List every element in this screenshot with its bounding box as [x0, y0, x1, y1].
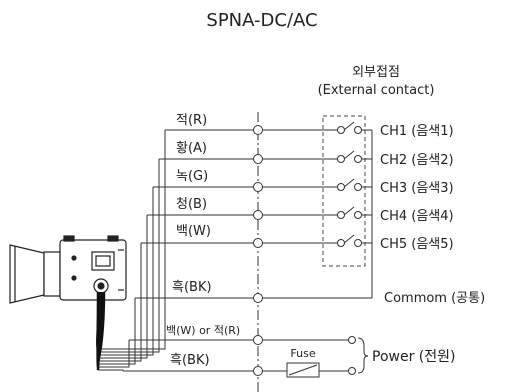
- diagram-title: SPNA-DC/AC: [206, 10, 317, 31]
- switch-contact: [354, 155, 362, 163]
- common-bus: [258, 130, 373, 299]
- switch-contact: [337, 155, 345, 163]
- power-brace: [357, 337, 369, 374]
- terminal: [253, 238, 263, 248]
- terminal: [253, 210, 263, 220]
- switch-lever: [343, 121, 355, 131]
- terminal: [253, 125, 263, 135]
- signal-wires: 적(R) CH1 (음색1) 황(A) CH2 (음색2) 녹(G): [141, 113, 454, 252]
- terminal: [253, 182, 263, 192]
- wire-drops: [98, 130, 166, 362]
- channel-label: CH2 (음색2): [380, 153, 454, 168]
- power-contact: [348, 336, 356, 344]
- channel-label: CH3 (음색3): [380, 181, 454, 196]
- power-wire1-label: 백(W) or 적(R): [166, 324, 240, 337]
- terminal: [253, 366, 263, 376]
- switch-contact: [337, 211, 345, 219]
- wire-row: 적(R) CH1 (음색1): [165, 113, 454, 139]
- wire-label: 청(B): [176, 197, 207, 212]
- wire-row: 청(B) CH4 (음색4): [147, 197, 454, 224]
- siren-device-icon: [9, 235, 127, 304]
- switch-contact: [354, 211, 362, 219]
- wire-row: 백(W) CH5 (음색5): [141, 224, 454, 252]
- fuse-label: Fuse: [290, 347, 315, 360]
- switch-lever: [343, 178, 355, 188]
- switch-contact: [354, 239, 362, 247]
- external-contact-box: [322, 115, 366, 267]
- cable-bundle: [96, 291, 106, 371]
- common-label: Commom (공통): [384, 291, 485, 306]
- power-wire2-label: 흑(BK): [170, 353, 210, 368]
- common-wire-label: 흑(BK): [172, 280, 212, 295]
- terminal: [253, 335, 263, 345]
- power-wires: 백(W) or 적(R) 흑(BK) Fuse Power (전원): [98, 324, 455, 378]
- switch-contact: [337, 239, 345, 247]
- terminal: [253, 293, 263, 303]
- switch-contact: [354, 126, 362, 134]
- wire-label: 적(R): [176, 113, 207, 128]
- switch-contact: [337, 126, 345, 134]
- power-contact: [348, 367, 356, 375]
- switch-lever: [343, 150, 355, 160]
- power-label: Power (전원): [372, 349, 455, 365]
- channel-label: CH5 (음색5): [380, 237, 454, 252]
- wire-label: 녹(G): [176, 169, 208, 184]
- switch-contact: [354, 183, 362, 191]
- switch-contact: [337, 183, 345, 191]
- terminal: [253, 154, 263, 164]
- switch-lever: [343, 234, 355, 244]
- channel-label: CH1 (음색1): [380, 124, 454, 139]
- external-contact-label-kr: 외부접점: [352, 65, 400, 80]
- channel-label: CH4 (음색4): [380, 209, 454, 224]
- wire-row: 황(A) CH2 (음색2): [159, 141, 454, 168]
- external-contact-label-en: (External contact): [318, 83, 435, 98]
- wire-row: 녹(G) CH3 (음색3): [153, 169, 454, 196]
- wire-label: 백(W): [176, 224, 211, 239]
- switch-lever: [343, 206, 355, 216]
- common-wire: 흑(BK) Commom (공통): [98, 280, 485, 365]
- wire-label: 황(A): [176, 141, 207, 156]
